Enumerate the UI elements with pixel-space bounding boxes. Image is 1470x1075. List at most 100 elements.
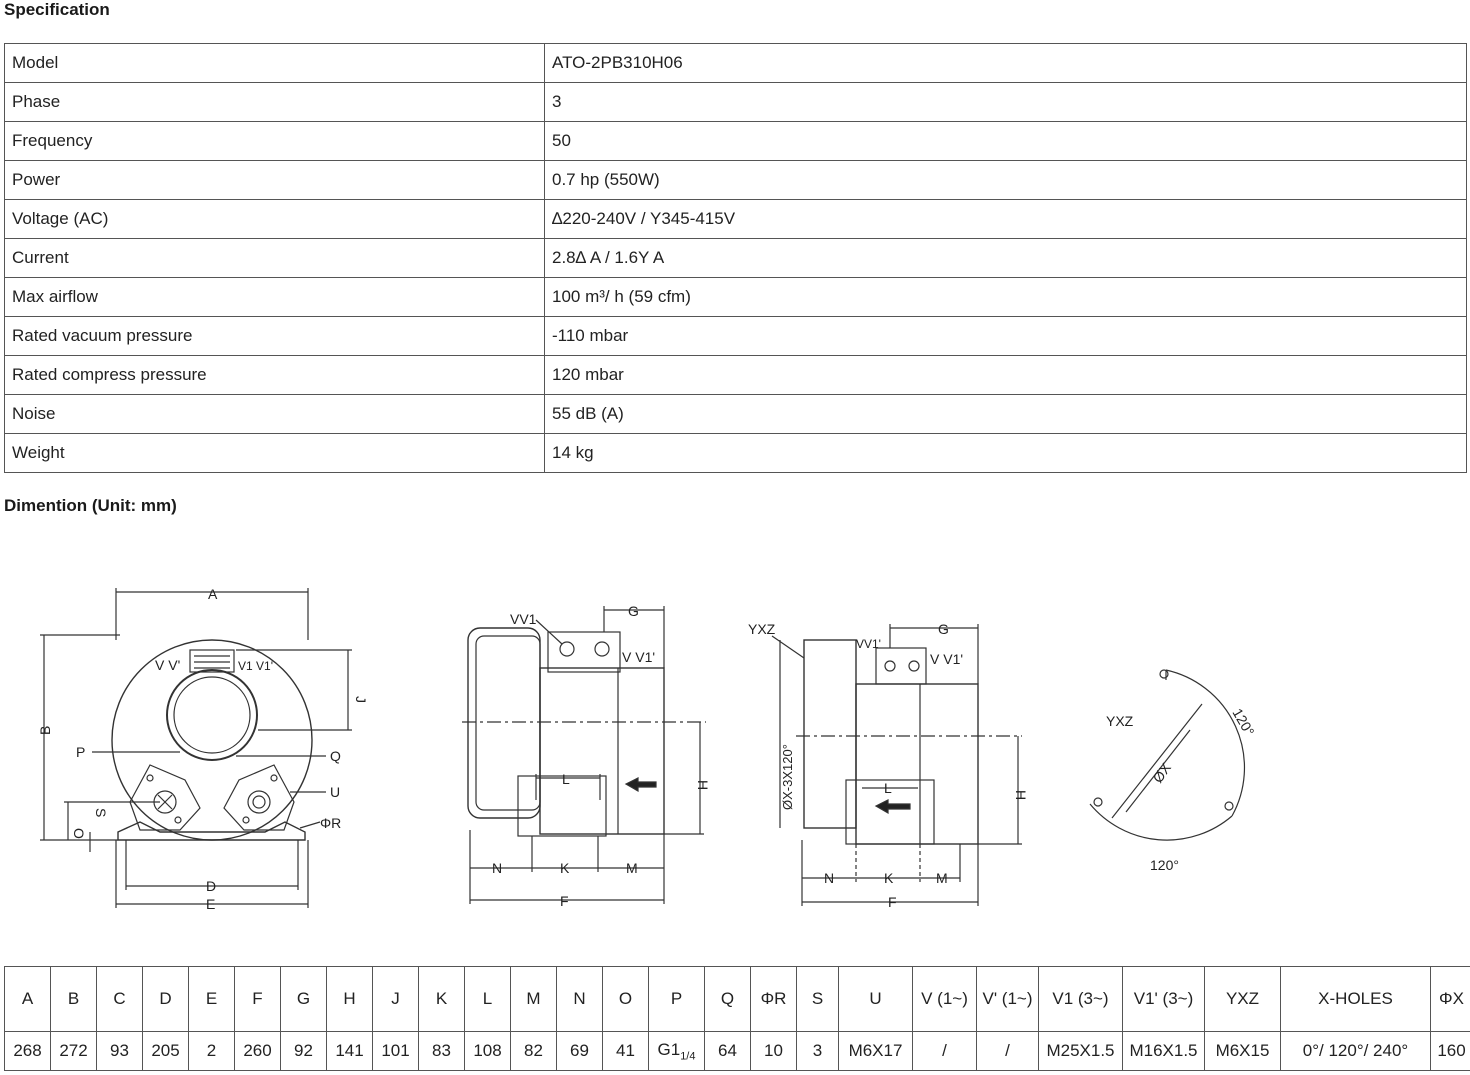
dim-value: 93: [96, 1031, 143, 1071]
flange-view-labels: YXZ ØX 120° 120°: [1106, 706, 1258, 874]
table-row: Rated vacuum pressure-110 mbar: [4, 316, 1467, 356]
dim-header: ΦX: [1430, 966, 1470, 1032]
dim-value: 160: [1430, 1031, 1470, 1071]
label-m-2: M: [936, 870, 948, 886]
dim-header: V' (1~): [976, 966, 1039, 1032]
label-yxz: YXZ: [748, 621, 776, 637]
spec-value: 50: [544, 121, 1467, 161]
spec-value: 14 kg: [544, 433, 1467, 473]
dim-value: 2: [188, 1031, 235, 1071]
dim-header: YXZ: [1204, 966, 1281, 1032]
dim-value: 92: [280, 1031, 327, 1071]
flange-view: [1089, 669, 1246, 841]
label-q: Q: [330, 748, 341, 764]
spec-value: 55 dB (A): [544, 394, 1467, 434]
dim-header: K: [418, 966, 465, 1032]
label-l-2: L: [884, 780, 892, 796]
label-v1-2: V V1': [930, 651, 963, 667]
dim-value: 260: [234, 1031, 281, 1071]
dim-value: 82: [510, 1031, 557, 1071]
dim-value-subscript: 1/4: [680, 1050, 696, 1063]
spec-value: 2.8∆ A / 1.6Y A: [544, 238, 1467, 278]
label-g-2: G: [938, 621, 949, 637]
side-view-2: [771, 624, 1022, 906]
dim-value: 141: [326, 1031, 373, 1071]
label-p: P: [76, 744, 85, 760]
spec-key: Model: [4, 43, 545, 83]
dim-header: X-HOLES: [1280, 966, 1431, 1032]
dim-value: M6X17: [838, 1031, 913, 1071]
spec-value: -110 mbar: [544, 316, 1467, 356]
label-j: J: [353, 696, 369, 703]
label-v1: V1 V1': [238, 659, 273, 673]
label-n: N: [492, 860, 502, 876]
label-angle-2: 120°: [1150, 857, 1179, 873]
label-h: H: [695, 780, 711, 790]
label-k: K: [560, 860, 570, 876]
dim-value: 0°/ 120°/ 240°: [1280, 1031, 1431, 1071]
dim-value: 3: [796, 1031, 839, 1071]
spec-value: 0.7 hp (550W): [544, 160, 1467, 200]
spec-key: Max airflow: [4, 277, 545, 317]
side-view-2-labels: YXZ VV1' G V V1' ØX-3X120° H L N K M F: [748, 621, 1029, 910]
dim-value: 108: [464, 1031, 511, 1071]
dim-value: G1: [657, 1039, 681, 1059]
spec-key: Rated vacuum pressure: [4, 316, 545, 356]
label-m: M: [626, 860, 638, 876]
dimension-header-row: A B C D E F G H J K L M N O P Q ΦR S U V…: [4, 966, 1470, 1032]
dim-value: 41: [602, 1031, 649, 1071]
front-view: [40, 588, 352, 908]
dim-header: Q: [704, 966, 751, 1032]
spec-key: Rated compress pressure: [4, 355, 545, 395]
dim-value: /: [976, 1031, 1039, 1071]
spec-key: Noise: [4, 394, 545, 434]
spec-key: Weight: [4, 433, 545, 473]
dim-header: M: [510, 966, 557, 1032]
label-r: ΦR: [320, 815, 341, 831]
dim-value: 101: [372, 1031, 419, 1071]
dim-value-p: G11/4: [648, 1031, 705, 1071]
front-view-labels: A B J V V' V1 V1' P Q U ΦR O S D E: [37, 586, 369, 912]
label-vv1-2: VV1': [856, 637, 881, 651]
dim-header: U: [838, 966, 913, 1032]
label-e: E: [206, 896, 215, 912]
label-x-flange: ØX: [1149, 759, 1174, 785]
spec-key: Voltage (AC): [4, 199, 545, 239]
label-o: O: [71, 828, 87, 839]
dim-header: G: [280, 966, 327, 1032]
dim-header: S: [796, 966, 839, 1032]
label-vv1: VV1: [510, 611, 537, 627]
spec-key: Phase: [4, 82, 545, 122]
dim-header: O: [602, 966, 649, 1032]
spec-key: Frequency: [4, 121, 545, 161]
dim-value: 83: [418, 1031, 465, 1071]
label-l: L: [562, 771, 570, 787]
dim-header: V (1~): [912, 966, 977, 1032]
label-g: G: [628, 603, 639, 619]
label-h-2: H: [1013, 790, 1029, 800]
label-d: D: [206, 878, 216, 894]
dimension-drawing: A B J V V' V1 V1' P Q U ΦR O S D E: [37, 586, 1258, 912]
dim-header: D: [142, 966, 189, 1032]
spec-value: 120 mbar: [544, 355, 1467, 395]
label-f-2: F: [888, 894, 897, 910]
dim-header: ΦR: [750, 966, 797, 1032]
dim-header: C: [96, 966, 143, 1032]
label-s: S: [93, 808, 109, 817]
dim-header: F: [234, 966, 281, 1032]
label-f: F: [560, 893, 569, 909]
dim-header: L: [464, 966, 511, 1032]
dim-value: 69: [556, 1031, 603, 1071]
dim-value: M6X15: [1204, 1031, 1281, 1071]
dim-header: P: [648, 966, 705, 1032]
dimension-table: A B C D E F G H J K L M N O P Q ΦR S U V…: [4, 966, 1470, 1071]
dim-value: 205: [142, 1031, 189, 1071]
label-x-holes: ØX-3X120°: [780, 744, 795, 810]
